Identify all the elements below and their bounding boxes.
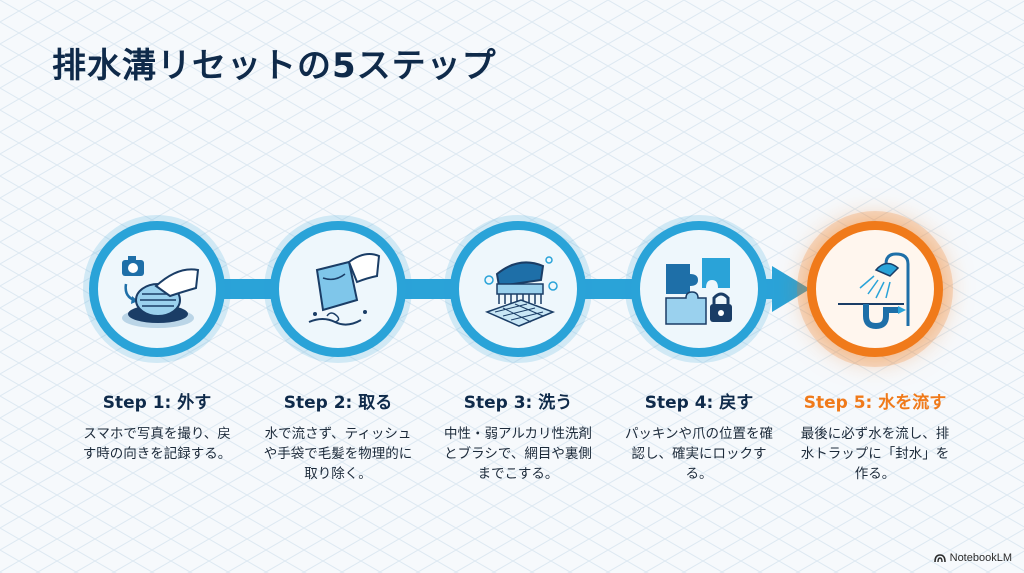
step-2-title: Step 2: 取る xyxy=(283,393,393,413)
step-2-description: 水で流さず、ティッシュや手袋で毛髪を物理的に取り除く。 xyxy=(263,426,413,482)
scrub-brush-icon xyxy=(484,256,558,327)
step-1-title: Step 1: 外す xyxy=(102,393,212,413)
step-3-description: 中性・弱アルカリ性洗剤とブラシで、網目や裏側までこする。 xyxy=(444,426,592,482)
notebooklm-logo-icon xyxy=(933,553,946,562)
brand-watermark: NotebookLM xyxy=(933,552,1012,564)
step-4-title: Step 4: 戻す xyxy=(644,393,754,413)
step-4-circle xyxy=(631,221,767,357)
step-1-description: スマホで写真を撮り、戻す時の向きを記録する。 xyxy=(82,426,232,462)
step-4-description: パッキンや爪の位置を確認し、確実にロックする。 xyxy=(624,426,774,482)
page-title: 排水溝リセットの5ステップ xyxy=(52,46,497,86)
tissue-hand-icon xyxy=(308,253,381,326)
step-1-circle xyxy=(89,221,225,357)
step-5-title: Step 5: 水を流す xyxy=(803,393,947,413)
step-3-circle xyxy=(450,221,586,357)
shower-trap-icon xyxy=(838,252,910,330)
step-3-title: Step 3: 洗う xyxy=(463,393,573,413)
camera-drain-cover-icon xyxy=(122,256,200,328)
step-5-circle xyxy=(807,221,943,357)
step-5-description: 最後に必ず水を流し、排水トラップに「封水」を作る。 xyxy=(800,426,950,482)
step-2-circle xyxy=(270,221,406,357)
brand-name: NotebookLM xyxy=(949,552,1012,564)
puzzle-lock-icon xyxy=(665,258,732,325)
